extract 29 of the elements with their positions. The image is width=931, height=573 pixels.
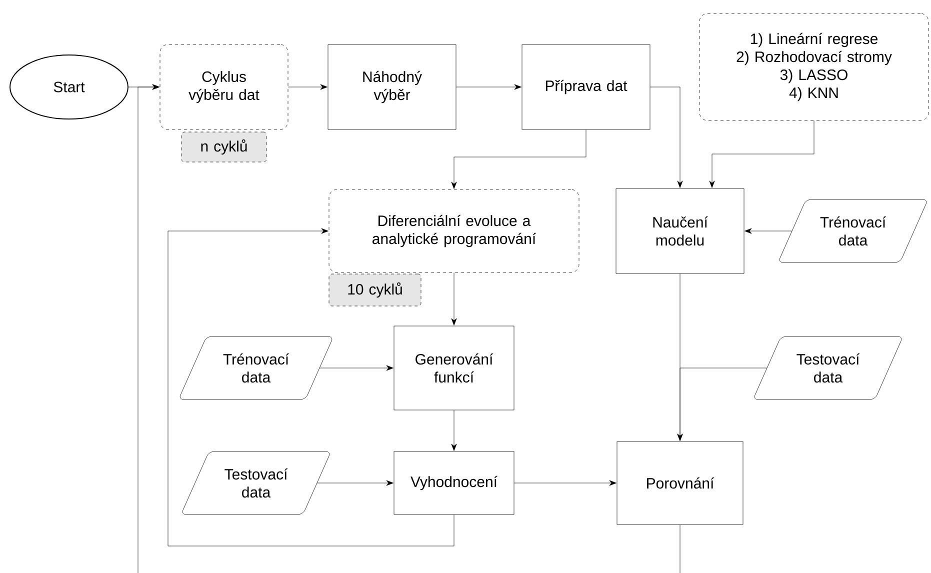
arrow — [317, 480, 394, 486]
process-box: Náhodný výběr — [328, 44, 456, 130]
process-box: 1) Lineární regrese 2) Rozhodovací stromy 3) LASSO 4) KNN — [699, 13, 929, 121]
data-parallelogram: Testovací data — [754, 336, 902, 400]
process-box: Naučení modelu — [616, 188, 744, 274]
arrow — [677, 368, 767, 441]
process-box: Diferenciální evoluce a analytické programování — [328, 189, 580, 273]
process-box: Příprava dat — [522, 44, 650, 130]
arrow — [456, 84, 522, 90]
arrow — [650, 86, 683, 188]
process-box: Cyklus výběru dat — [160, 44, 288, 130]
data-parallelogram: Testovací data — [182, 451, 330, 515]
arrow — [288, 84, 328, 90]
arrow — [451, 272, 457, 326]
arrow — [320, 365, 394, 371]
arrow — [514, 480, 616, 486]
loop-count-tag: 10 cyklů — [328, 274, 422, 306]
arrow — [168, 228, 454, 546]
process-box: Generování funkcí — [394, 326, 514, 410]
data-parallelogram: Trénovací data — [180, 336, 332, 400]
arrow — [451, 410, 457, 451]
process-box: Porovnání — [616, 441, 744, 525]
arrow — [451, 130, 586, 189]
loop-count-tag: n cyklů — [181, 132, 267, 162]
arrow — [709, 120, 814, 188]
arrow — [744, 228, 792, 234]
data-parallelogram: Trénovací data — [779, 199, 927, 263]
arrow — [128, 84, 160, 90]
process-box: Vyhodnocení — [394, 451, 514, 515]
